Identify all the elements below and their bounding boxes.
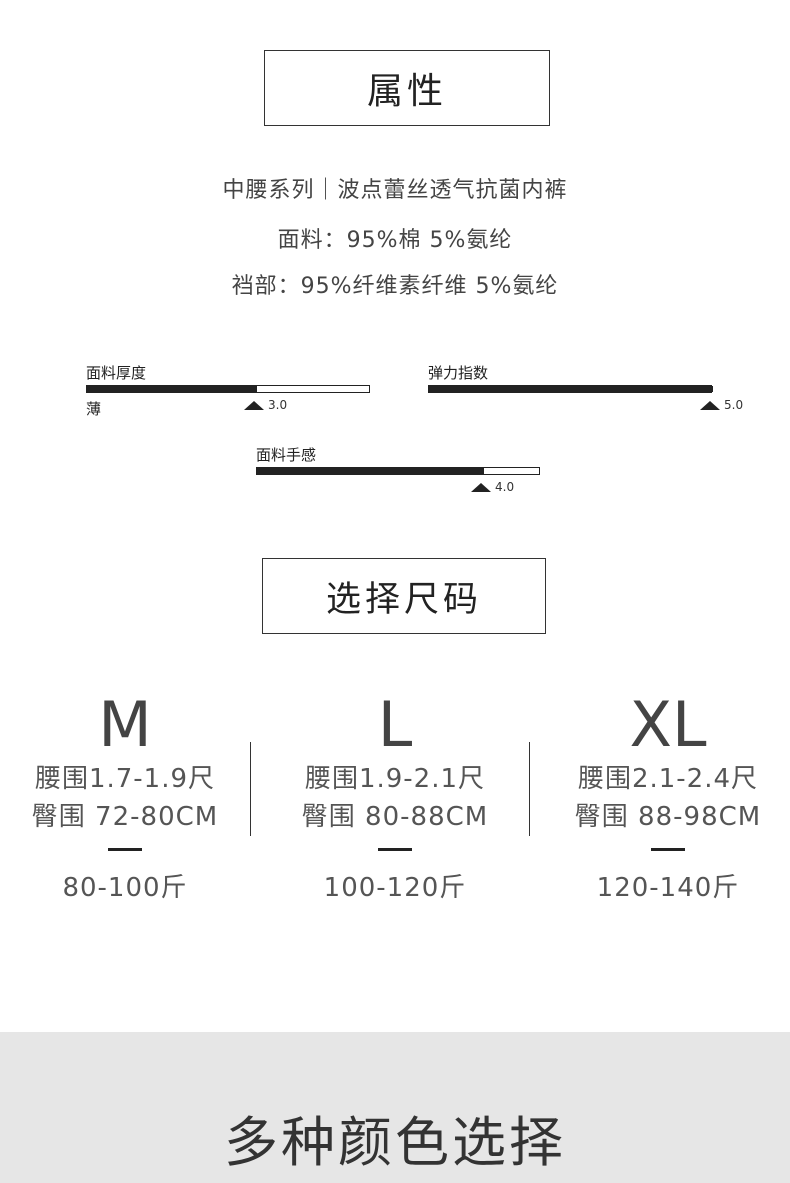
meter-track [428, 385, 713, 393]
series-line: 中腰系列｜波点蕾丝透气抗菌内裤 [222, 178, 568, 203]
meter-value: 4.0 [495, 480, 515, 494]
triangle-up-icon [471, 482, 491, 492]
column-divider [529, 742, 530, 836]
triangle-up-icon [700, 400, 720, 410]
meter-value: 5.0 [724, 398, 744, 412]
fabric-feel-meter: 面料手感 4.0 [256, 444, 546, 504]
meter-fill [429, 386, 713, 392]
meter-fill [257, 468, 484, 474]
fabric-thickness-meter: 面料厚度 薄 3.0 [86, 362, 371, 422]
elasticity-meter: 弹力指数 5.0 [428, 362, 743, 422]
size-letter: XL [629, 688, 707, 761]
meter-marker: 4.0 [471, 480, 514, 494]
meter-marker: 5.0 [700, 398, 743, 412]
size-title-box: 选择尺码 [262, 558, 546, 634]
size-waist: 腰围1.7-1.9尺 [34, 764, 216, 794]
meter-track [86, 385, 370, 393]
size-dash [378, 848, 412, 851]
size-letter: L [377, 688, 413, 761]
column-divider [250, 742, 251, 836]
size-waist: 腰围1.9-2.1尺 [304, 764, 486, 794]
colors-section-title: 多种颜色选择 [224, 1111, 566, 1174]
size-column-l: L 腰围1.9-2.1尺 臀围 80-88CM 100-120斤 [270, 690, 520, 904]
size-dash [651, 848, 685, 851]
meter-sub-label: 薄 [86, 400, 102, 418]
size-hip: 臀围 88-98CM [574, 802, 762, 832]
size-weight: 100-120斤 [323, 873, 467, 903]
attributes-title: 属性 [366, 71, 447, 112]
fabric-line: 面料：95%棉 5%氨纶 [277, 228, 513, 253]
size-weight: 80-100斤 [62, 873, 188, 903]
size-waist: 腰围2.1-2.4尺 [577, 764, 759, 794]
meter-marker: 3.0 [244, 398, 287, 412]
size-letter: M [98, 688, 152, 761]
meter-label: 弹力指数 [428, 364, 489, 382]
size-column-xl: XL 腰围2.1-2.4尺 臀围 88-98CM 120-140斤 [543, 690, 790, 904]
triangle-up-icon [244, 400, 264, 410]
attributes-title-box: 属性 [264, 50, 550, 126]
meter-track [256, 467, 540, 475]
size-weight: 120-140斤 [596, 873, 740, 903]
size-title: 选择尺码 [325, 579, 482, 620]
crotch-line: 裆部：95%纤维素纤维 5%氨纶 [231, 274, 559, 299]
size-hip: 臀围 72-80CM [31, 802, 219, 832]
size-hip: 臀围 80-88CM [301, 802, 489, 832]
colors-section-band [0, 1032, 790, 1183]
meter-label: 面料厚度 [86, 364, 147, 382]
size-dash [108, 848, 142, 851]
meter-label: 面料手感 [256, 446, 317, 464]
meter-fill [87, 386, 257, 392]
meter-value: 3.0 [268, 398, 288, 412]
size-column-m: M 腰围1.7-1.9尺 臀围 72-80CM 80-100斤 [0, 690, 250, 904]
